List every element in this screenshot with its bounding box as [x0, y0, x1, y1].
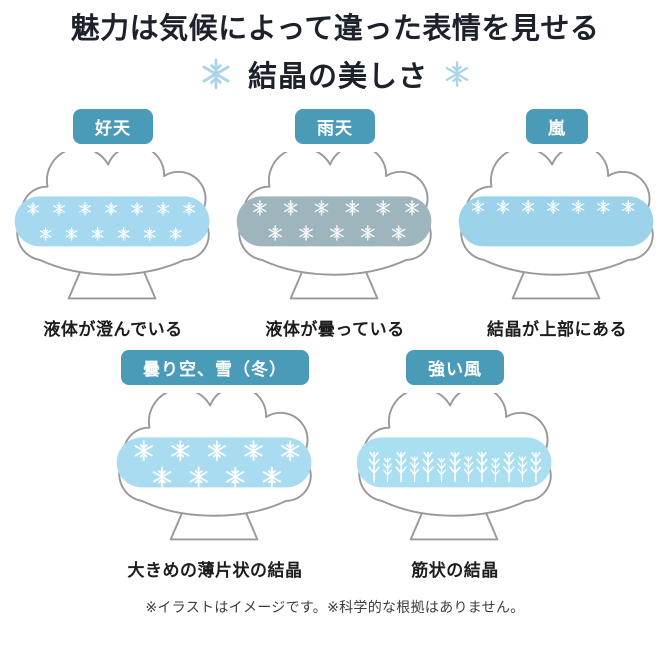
weather-row-bottom: 曇り空、雪（冬） 大きめの薄片状の結晶 強い風: [108, 350, 562, 581]
panel-strong-wind: 強い風 筋状の結晶: [348, 350, 562, 581]
weather-badge: 嵐: [526, 109, 588, 145]
storm-glass-illustration: [356, 393, 552, 541]
weather-badge: 強い風: [406, 350, 504, 386]
subtitle-row: 結晶の美しさ: [198, 53, 472, 95]
weather-badge: 好天: [73, 109, 153, 145]
panel-storm: 嵐 結晶が上部にある: [450, 109, 664, 340]
panel-caption: 筋状の結晶: [411, 561, 499, 582]
page-title: 魅力は気候によって違った表情を見せる: [70, 11, 600, 45]
disclaimer-note: ※イラストはイメージです。※科学的な根拠はありません。: [145, 600, 525, 617]
snowflake-icon: [202, 58, 230, 90]
panel-caption: 大きめの薄片状の結晶: [127, 561, 303, 582]
panel-caption: 液体が澄んでいる: [43, 320, 183, 341]
page-subtitle: 結晶の美しさ: [247, 59, 428, 94]
panel-rainy-weather: 雨天 液体が曇っている: [228, 109, 442, 340]
panel-fair-weather: 好天 液体が澄んでいる: [6, 109, 220, 340]
panel-caption: 液体が曇っている: [265, 320, 405, 341]
liquid: [356, 437, 552, 488]
storm-glass-illustration: [14, 152, 210, 300]
liquid: [14, 196, 210, 247]
storm-glass-illustration: [458, 152, 654, 300]
weather-row-top: 好天 液体が澄んでいる 雨天: [6, 109, 664, 340]
snowflake-icon: [445, 61, 469, 88]
weather-badge: 曇り空、雪（冬）: [121, 350, 309, 386]
weather-badge: 雨天: [295, 109, 375, 145]
panel-cloudy-snow-winter: 曇り空、雪（冬） 大きめの薄片状の結晶: [108, 350, 322, 581]
panel-caption: 結晶が上部にある: [487, 320, 627, 341]
storm-glass-illustration: [236, 152, 432, 300]
storm-glass-illustration: [116, 393, 312, 541]
